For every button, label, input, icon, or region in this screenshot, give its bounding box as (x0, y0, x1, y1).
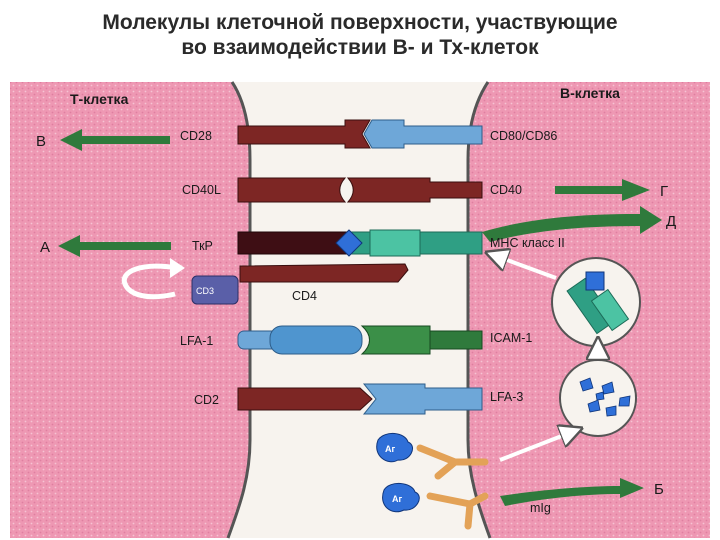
arrow-v (60, 129, 170, 151)
lfa3-label: LFA-3 (490, 390, 523, 404)
tcr-label: ТкР (192, 239, 213, 253)
signal-curve-arrow (121, 263, 179, 300)
mig-receptor-1 (416, 444, 489, 480)
cd40-molecule (346, 177, 483, 203)
cd2-molecule (237, 387, 373, 411)
cd4-label: CD4 (292, 289, 317, 303)
b-cell-membrane (466, 81, 492, 539)
arrow-d-label: Д (666, 213, 676, 230)
mhc-in-vesicle-2 (590, 288, 630, 332)
mhc-segment (369, 229, 421, 257)
arrow-b-label: Б (654, 481, 664, 498)
arrow-b (500, 478, 644, 506)
arrow-g-label: Г (660, 183, 668, 200)
mig-receptor-2 (426, 492, 489, 530)
tcr-molecule (237, 231, 349, 255)
cd40-label: CD40 (490, 183, 522, 197)
cd28-label: CD28 (180, 129, 212, 143)
cd3-complex (191, 275, 239, 305)
peptide-in-vesicle (585, 271, 605, 291)
cd4-molecule (239, 263, 409, 283)
lfa3-molecule (362, 383, 483, 415)
icam1-label: ICAM-1 (490, 331, 532, 345)
title-line-2: во взаимодействии В- и Тх-клеток (181, 36, 539, 59)
arrow-v-label: В (36, 133, 46, 150)
antigen-1-label: Аг (385, 444, 395, 454)
title-line-1: Молекулы клеточной поверхности, участвую… (102, 11, 618, 34)
cd80-cd86-molecule (363, 119, 483, 149)
flow-arrow-mhc-surface (496, 256, 557, 280)
signal-curve-arrowhead (170, 258, 185, 278)
d-arrow (482, 206, 662, 242)
cd40l-label: CD40L (182, 183, 221, 197)
lfa1-head (269, 325, 363, 355)
cd40l-molecule (237, 177, 347, 203)
arrow-a (58, 235, 171, 257)
t-cell-label: Т-клетка (70, 91, 129, 107)
icam1-head (360, 325, 431, 355)
antigen-2 (382, 483, 420, 513)
peptide-fragments (579, 377, 631, 417)
flow-arrow-antigen-uptake (499, 432, 572, 462)
t-cell-membrane (226, 81, 252, 539)
antigen-peptide (335, 229, 363, 257)
antigen-2-label: Аг (392, 494, 402, 504)
slide-title: Молекулы клеточной поверхности, участвую… (40, 10, 680, 60)
b-cell-label: В-клетка (560, 85, 620, 101)
arrow-g (555, 179, 650, 201)
antigen-1 (376, 433, 413, 463)
cd3-label: CD3 (196, 286, 214, 296)
cd2-label: CD2 (194, 393, 219, 407)
lfa1-label: LFA-1 (180, 334, 213, 348)
cd28-molecule (237, 119, 371, 149)
mig-label: mIg (530, 501, 551, 515)
cd80-cd86-label: CD80/CD86 (490, 129, 557, 143)
arrow-a-label: А (40, 239, 50, 256)
mhc-label: МНС класс II (490, 236, 565, 250)
